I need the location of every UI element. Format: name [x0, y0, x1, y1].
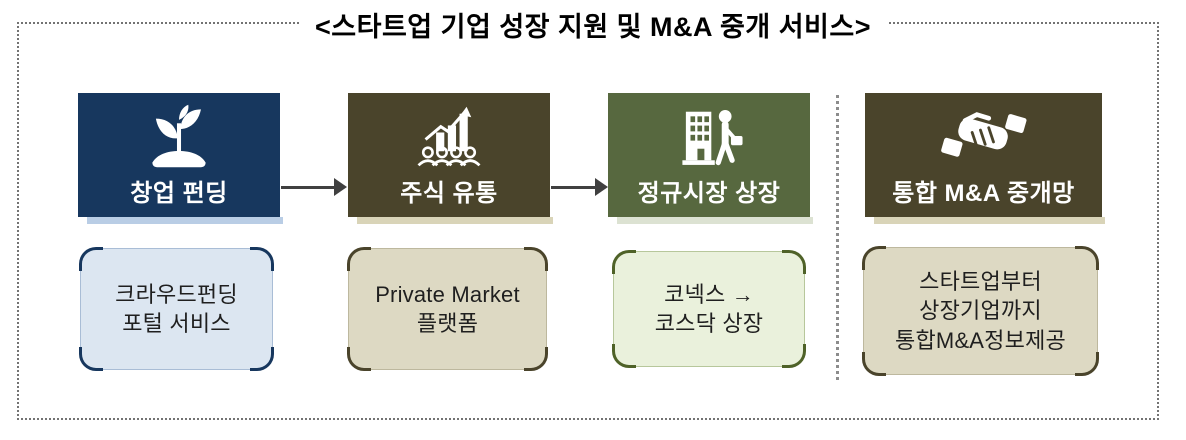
corner-accent — [862, 352, 886, 376]
corner-accent — [612, 250, 636, 274]
handshake-icon — [940, 93, 1027, 173]
corner-accent — [1075, 352, 1099, 376]
flow-arrow-1 — [281, 178, 347, 196]
stage-label: 창업 펀딩 — [130, 180, 228, 207]
stage-box-market-listing: 정규시장 상장 — [608, 93, 813, 224]
detail-text: Private Market 플랫폼 — [375, 281, 520, 336]
stage-box-startup-funding: 창업 펀딩 — [78, 93, 283, 224]
corner-accent — [347, 347, 371, 371]
growth-chart-crowd-icon — [411, 93, 487, 173]
seedling-icon — [142, 93, 216, 173]
corner-accent — [524, 347, 548, 371]
corner-accent — [612, 344, 636, 368]
stage-box-ma-network: 통합 M&A 중개망 — [865, 93, 1105, 224]
corner-accent — [250, 347, 274, 371]
detail-box-ma-info: 스타트업부터 상장기업까지 통합M&A정보제공 — [862, 246, 1099, 376]
arrow-shaft — [551, 185, 599, 189]
detail-text: 크라우드펀딩 포털 서비스 — [115, 281, 238, 336]
corner-accent — [782, 250, 806, 274]
detail-box-konex-kosdaq: 코넥스 → 코스닥 상장 — [612, 250, 806, 368]
detail-text: 스타트업부터 상장기업까지 통합M&A정보제공 — [895, 269, 1066, 353]
corner-accent — [862, 246, 886, 270]
stage-shadow — [874, 217, 1105, 224]
corner-accent — [250, 247, 274, 271]
arrow-head — [334, 178, 347, 196]
flow-arrow-2 — [551, 178, 608, 196]
corner-accent — [79, 247, 103, 271]
stage-label: 정규시장 상장 — [637, 180, 781, 207]
detail-text: 코넥스 → 코스닥 상장 — [654, 281, 764, 336]
stage-shadow — [617, 217, 813, 224]
corner-accent — [782, 344, 806, 368]
diagram-title: <스타트업 기업 성장 지원 및 M&A 중개 서비스> — [299, 3, 887, 46]
corner-accent — [524, 247, 548, 271]
corner-accent — [347, 247, 371, 271]
detail-box-crowdfunding: 크라우드펀딩 포털 서비스 — [79, 247, 274, 371]
stage-shadow — [87, 217, 283, 224]
section-divider — [836, 95, 839, 380]
stage-label: 주식 유통 — [400, 180, 498, 207]
stage-shadow — [357, 217, 553, 224]
building-person-icon — [672, 93, 746, 173]
corner-accent — [79, 347, 103, 371]
stage-label: 통합 M&A 중개망 — [892, 180, 1075, 207]
stage-box-stock-distribution: 주식 유통 — [348, 93, 553, 224]
corner-accent — [1075, 246, 1099, 270]
arrow-shaft — [281, 185, 338, 189]
arrow-head — [595, 178, 608, 196]
detail-box-private-market: Private Market 플랫폼 — [347, 247, 548, 371]
